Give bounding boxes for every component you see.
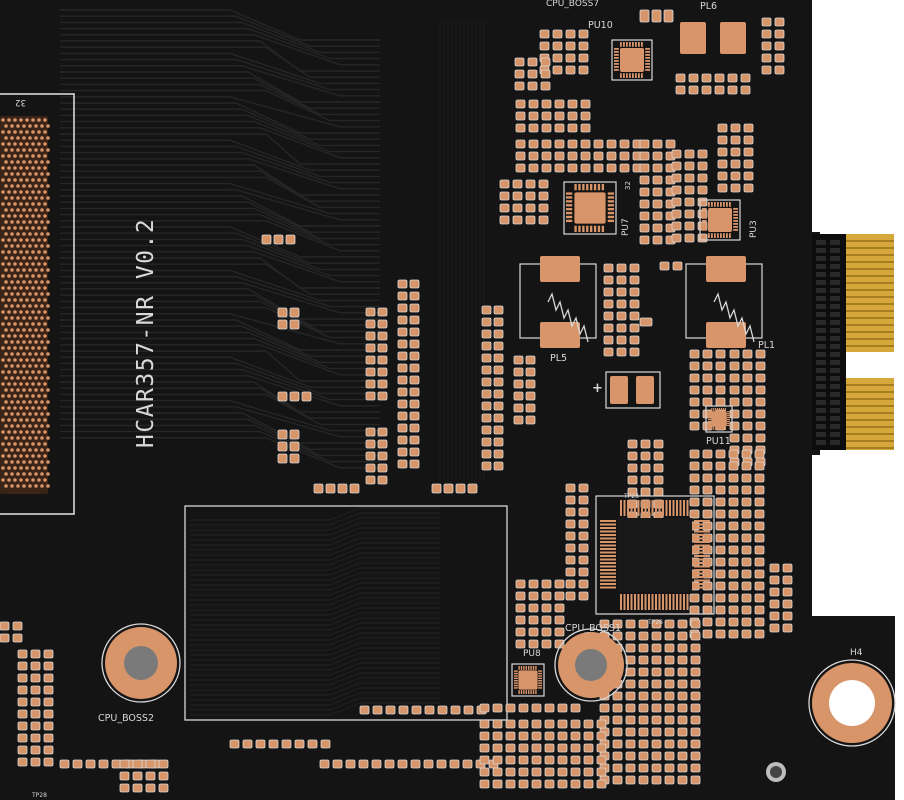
gold-finger-connector-icon	[812, 234, 894, 450]
copper-traces	[60, 9, 485, 716]
chip-outline	[184, 505, 508, 721]
label-pu10: PU10	[588, 20, 613, 31]
board-name-label: HCAR357-NR V0.2	[133, 218, 159, 448]
label-top-partial: CPU_BOSS7	[546, 0, 599, 9]
polarity-mark: +	[592, 381, 603, 396]
label-pl5: PL5	[550, 353, 567, 364]
label-cpu-boss1: CPU_BOSS1	[565, 623, 621, 634]
left-connector-footprint: 32	[0, 93, 75, 515]
label-tp23: TP23	[623, 493, 639, 500]
inductor-coil-icon	[519, 22, 763, 409]
ic-chip-icon	[511, 39, 741, 697]
label-pl1: PL1	[758, 340, 775, 351]
label-cpu-boss2: CPU_BOSS2	[98, 713, 154, 724]
connector-pin-label: 32	[15, 97, 26, 107]
label-pu3: PU3	[749, 220, 759, 238]
smd-pads	[0, 9, 793, 793]
label-pu7: PU7	[621, 218, 631, 236]
label-tp26: TP26	[647, 619, 663, 626]
label-pu8: PU8	[523, 649, 541, 659]
label-pl6: PL6	[700, 1, 717, 12]
label-h4: H4	[850, 648, 863, 658]
label-pu7-pin: 32	[624, 181, 632, 190]
label-tp28: TP28	[31, 792, 47, 799]
mounting-hole-icon	[101, 623, 896, 782]
label-pu11: PU11	[706, 436, 731, 447]
